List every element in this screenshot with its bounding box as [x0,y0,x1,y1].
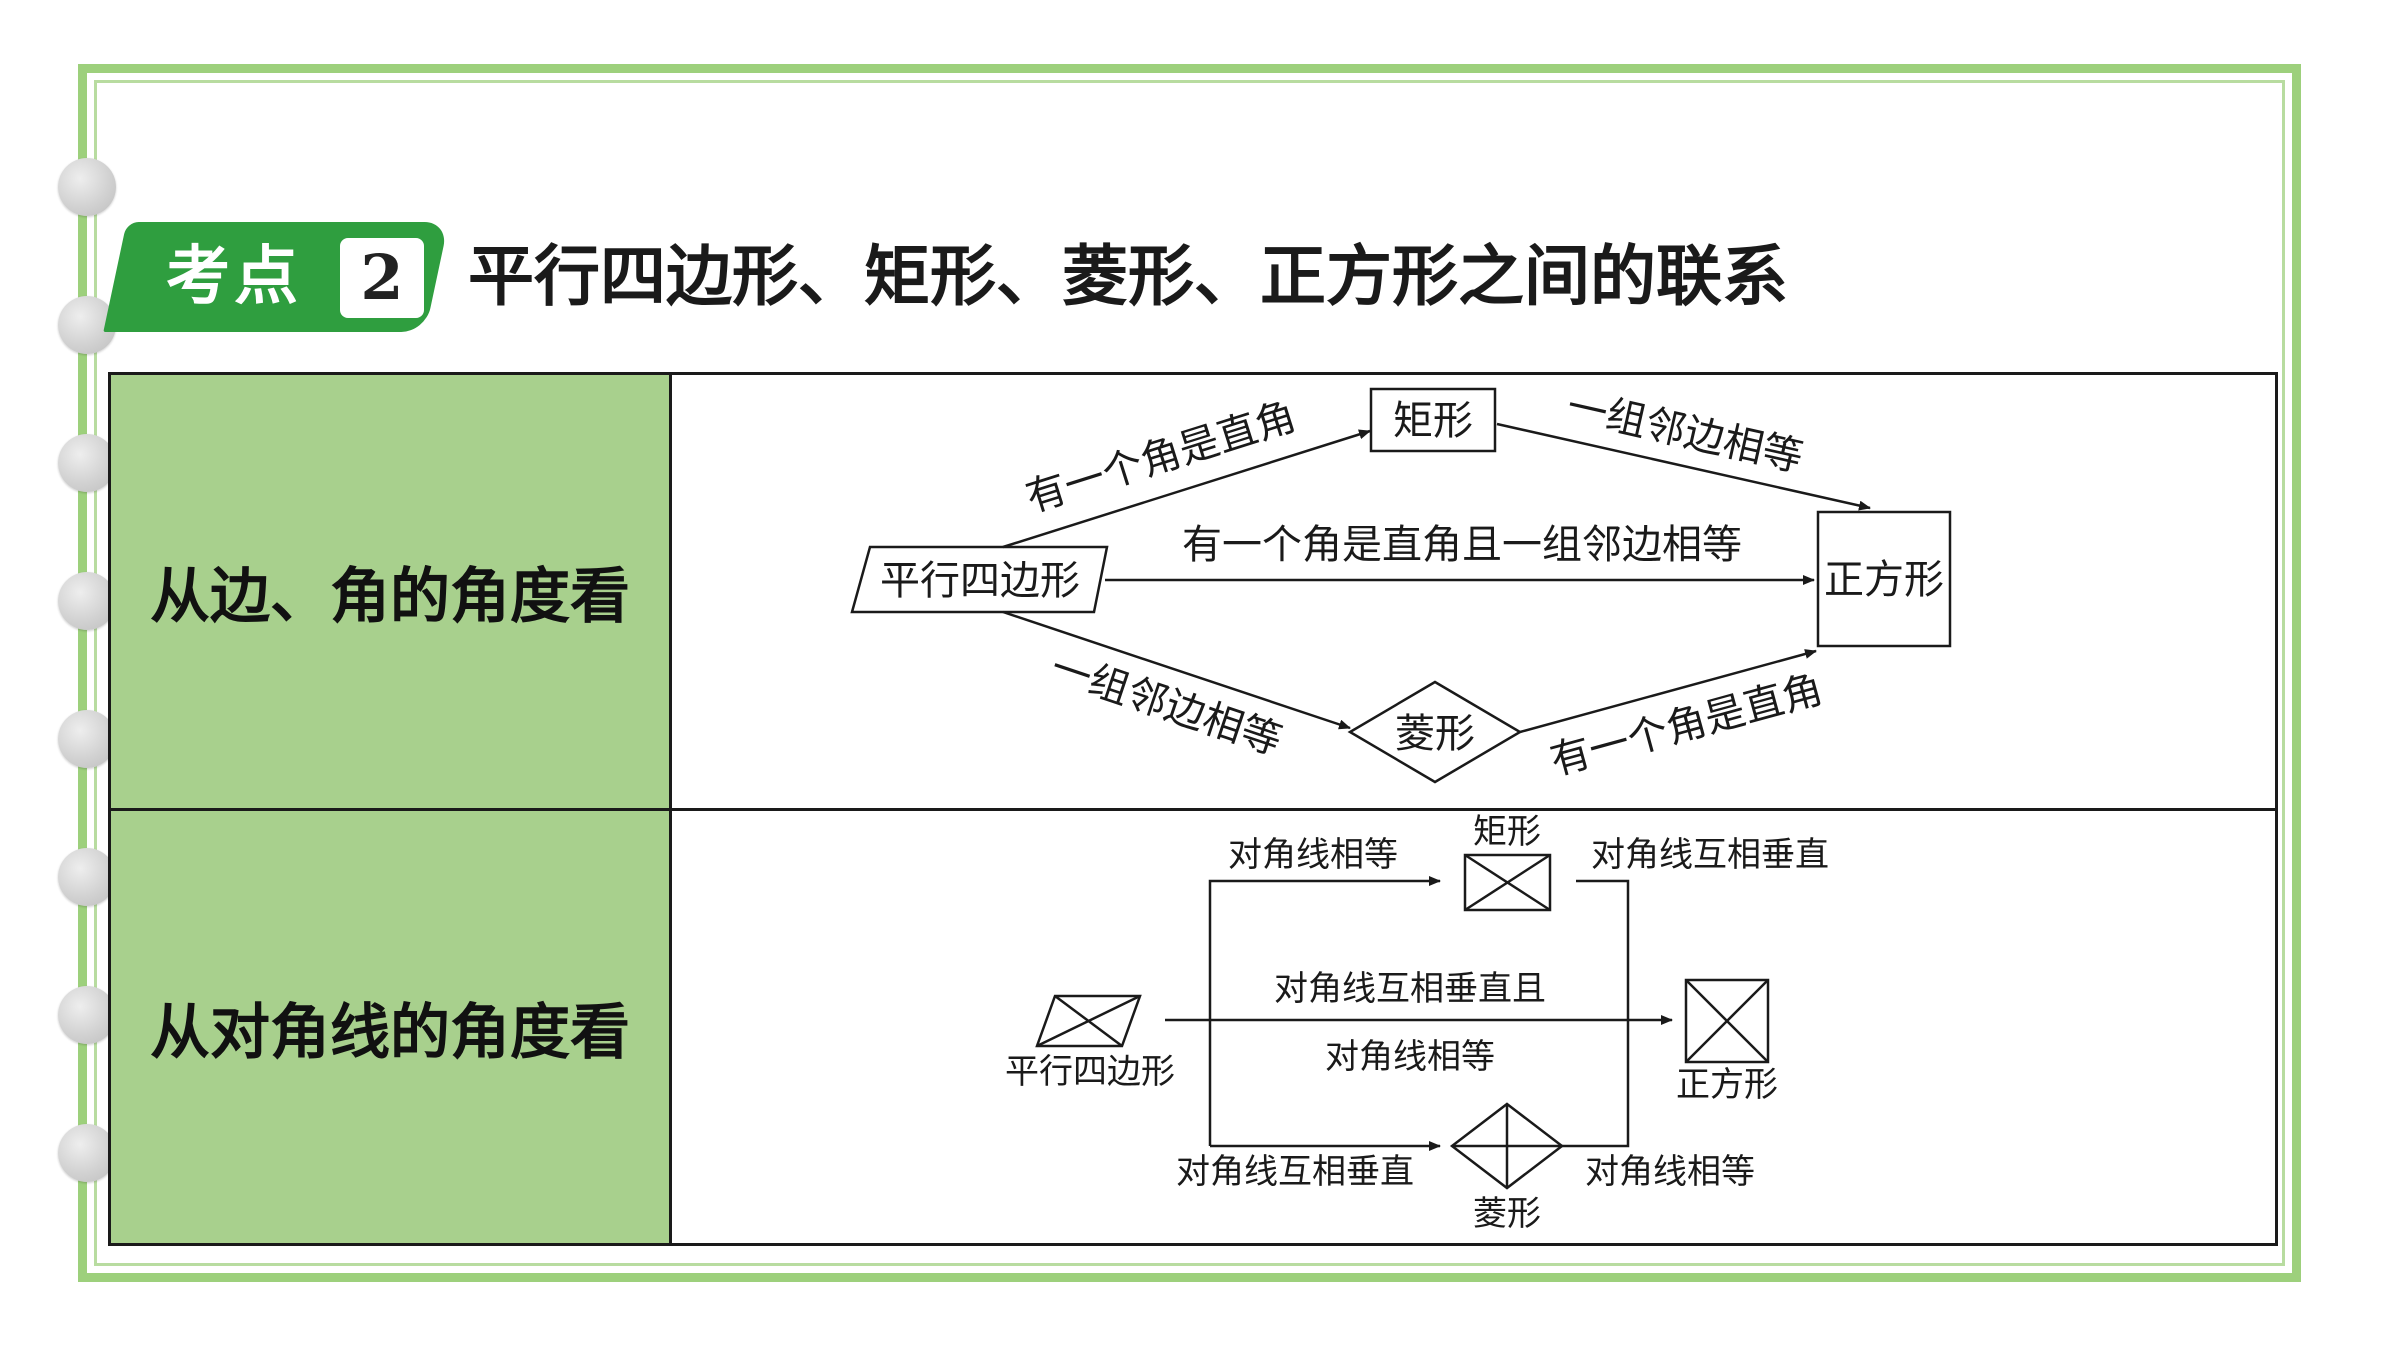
node-rhombus-shape [1347,680,1523,784]
page-title: 平行四边形、矩形、菱形、正方形之间的联系 [468,238,1788,315]
edge-para-rect [1002,429,1371,549]
binder-ring [58,572,116,630]
edge-para-rect [1208,876,1441,1020]
node-rectangle-caption: 矩形 [1473,812,1541,852]
binder-ring [58,986,116,1044]
binder-ring [58,1124,116,1182]
node-square-shape [1816,510,1952,648]
node-parallelogram-caption: 平行四边形 [1005,1052,1175,1092]
node-square-caption: 正方形 [1676,1065,1778,1105]
rectangle-diagonal [1464,853,1551,912]
binder-ring [58,434,116,492]
row-label-diagonals: 从对角线的角度看 [111,811,669,1243]
table-column-divider [669,372,672,1246]
row-label-sides-angles: 从边、角的角度看 [111,375,669,808]
edge-label-rhombus-square: 有一个角是直角 [1545,666,1827,784]
parallelogram-diagonal [1036,994,1141,1048]
edge-label-para-rect: 有一个角是直角 [1021,394,1302,522]
page-frame-inner [94,80,2285,1266]
edge-label-para-rect: 对角线相等 [1228,835,1398,875]
edge-label-para-rhombus: 对角线互相垂直 [1176,1152,1414,1192]
edge-rect-square [1562,879,1630,1148]
binder-ring [58,710,116,768]
node-rectangle-label: 矩形 [1393,398,1473,444]
table-row-divider [108,808,2278,811]
section-badge-number: 2 [340,238,424,318]
node-square-label: 正方形 [1824,557,1944,603]
edge-label-para-square: 有一个角是直角且一组邻边相等 [1182,522,1742,568]
node-rhombus-caption: 菱形 [1473,1194,1541,1234]
edge-rect-square [1496,422,1871,511]
edge-label-rect-square: 对角线互相垂直 [1591,835,1829,875]
edge-label-para-square-line1: 对角线互相垂直且 [1274,969,1546,1009]
node-rectangle-shape [1369,387,1497,453]
node-parallelogram-shape [850,545,1109,614]
edge-para-rhombus [1002,610,1351,730]
edge-label-para-rhombus: 一组邻边相等 [1045,645,1287,765]
node-parallelogram-label: 平行四边形 [880,558,1080,604]
edge-label-para-square-line2: 对角线相等 [1325,1037,1495,1077]
node-rhombus-label: 菱形 [1395,711,1475,757]
binder-ring [58,158,116,216]
section-badge-label: 考点 [166,240,302,314]
diagram-diagonals [1035,853,1770,1190]
diagram-sides-angles [850,387,1952,784]
edge-label-rhombus-square: 对角线相等 [1585,1152,1755,1192]
binder-ring [58,848,116,906]
page-frame [78,64,2301,1282]
square-diagonal [1685,979,1769,1063]
edge-rhombus-square [1519,649,1817,734]
